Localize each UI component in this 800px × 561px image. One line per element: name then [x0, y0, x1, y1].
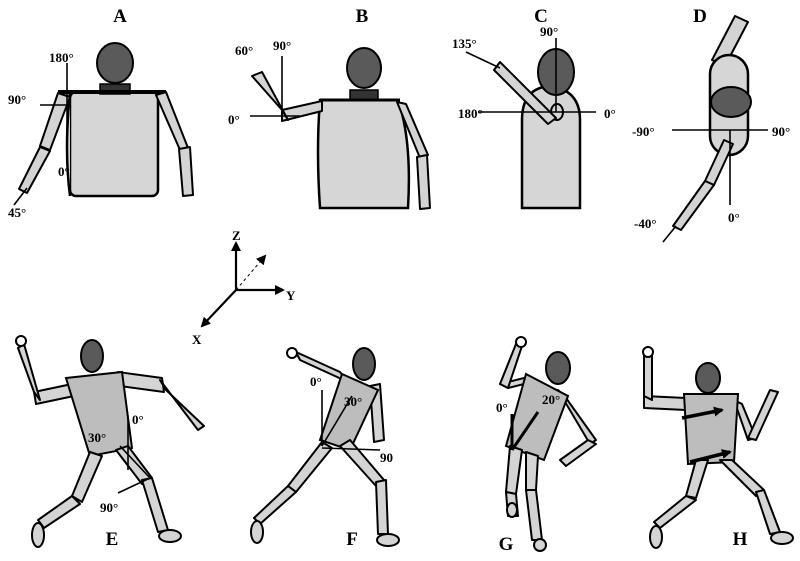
- angle-label-e-30: 30°: [88, 430, 106, 445]
- angle-label-e-0: 0°: [132, 412, 144, 427]
- angle-label-a-45: 45°: [8, 205, 26, 220]
- angle-label-d-m40: -40°: [634, 216, 657, 231]
- panel-h-figure: [642, 346, 794, 549]
- panel-label-h: H: [733, 529, 748, 550]
- panel-c-figure: [465, 38, 596, 210]
- axis-label-x: X: [192, 332, 202, 347]
- angle-label-a-180: 180°: [49, 50, 74, 65]
- panel-label-b: B: [356, 6, 369, 27]
- angle-label-f-90: 90: [380, 450, 393, 465]
- panel-g-figure: [499, 336, 597, 552]
- axis-label-z: Z: [232, 228, 241, 243]
- angle-label-b-60: 60°: [235, 43, 253, 58]
- panel-label-d: D: [693, 6, 707, 27]
- panel-label-f: F: [346, 529, 358, 550]
- panel-f-figure: [250, 347, 400, 547]
- panel-a-figure: [13, 42, 194, 206]
- angle-label-c-0: 0°: [604, 106, 616, 121]
- angle-label-g-0: 0°: [496, 400, 508, 415]
- angle-label-c-90: 90°: [540, 24, 558, 39]
- angle-label-d-m90: -90°: [632, 124, 655, 139]
- angle-label-b-90: 90°: [273, 38, 291, 53]
- angle-label-a-0: 0°: [58, 164, 70, 179]
- panel-label-a: A: [113, 6, 127, 27]
- panel-label-e: E: [106, 529, 119, 550]
- panel-d-figure: [662, 15, 768, 243]
- panel-e-figure: [15, 335, 205, 548]
- angle-label-d-0: 0°: [728, 210, 740, 225]
- angle-label-e-90: 90°: [100, 500, 118, 515]
- angle-label-a-90: 90°: [8, 92, 26, 107]
- angle-label-c-180: 180°: [458, 106, 483, 121]
- coordinate-axes: [200, 241, 285, 328]
- panel-label-c: C: [534, 6, 548, 27]
- panel-label-g: G: [499, 534, 514, 555]
- axis-label-y: Y: [286, 288, 296, 303]
- panel-b-figure: [250, 47, 431, 210]
- angle-label-c-135: 135°: [452, 36, 477, 51]
- angle-label-d-90: 90°: [772, 124, 790, 139]
- angle-label-b-0: 0°: [228, 112, 240, 127]
- angle-label-f-0: 0°: [310, 374, 322, 389]
- angle-label-f-30: 30°: [344, 394, 362, 409]
- angle-label-g-20: 20°: [542, 392, 560, 407]
